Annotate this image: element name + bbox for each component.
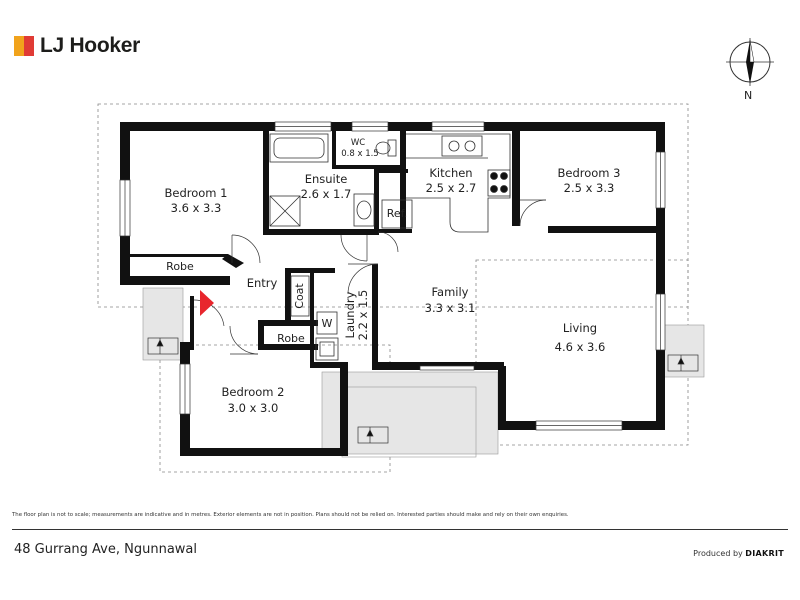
kitchen-size: 2.5 x 2.7 [426, 181, 477, 195]
bedroom2-size: 3.0 x 3.0 [228, 401, 279, 415]
brand-logo-icon [14, 36, 34, 56]
washer-outline [316, 311, 338, 335]
toilet-icon [375, 139, 397, 157]
disclaimer-text: The floor plan is not to scale; measurem… [12, 512, 569, 518]
bedroom1-name: Bedroom 1 [165, 186, 228, 200]
coat-label: Coat [293, 283, 306, 309]
coat-cupboard-outline [290, 275, 310, 317]
ensuite-size: 2.6 x 1.7 [301, 187, 352, 201]
credit-brand: DIAKRIT [745, 549, 784, 558]
fridge-label: Ref. [387, 207, 408, 220]
bedroom1-size: 3.6 x 3.3 [171, 201, 222, 215]
living-size: 4.6 x 3.6 [555, 340, 606, 354]
property-address: 48 Gurrang Ave, Ngunnawal [14, 542, 197, 557]
laundry-size: 2.2 x 1.5 [356, 290, 370, 341]
ensuite-name: Ensuite [305, 172, 348, 186]
bedroom2-name: Bedroom 2 [222, 385, 285, 399]
laundry-tub-icon [315, 337, 339, 361]
bedroom3-size: 2.5 x 3.3 [564, 181, 615, 195]
fridge-outline [381, 199, 413, 229]
robe1-label: Robe [166, 260, 194, 273]
credit-prefix: Produced by [693, 549, 743, 558]
door-swings [193, 199, 547, 355]
wc-name: WC [351, 138, 365, 148]
bedroom3-name: Bedroom 3 [558, 166, 621, 180]
shower-icon [269, 195, 301, 227]
compass-north-label: N [744, 89, 753, 102]
family-name: Family [431, 285, 468, 299]
family-size: 3.3 x 3.1 [425, 301, 476, 315]
brand-name: LJ Hooker [40, 34, 140, 57]
cooktop-icon [487, 169, 511, 197]
kitchen-bench [406, 133, 511, 233]
entry-arrow-icon [200, 290, 214, 316]
living-name: Living [563, 321, 597, 335]
kitchen-name: Kitchen [429, 166, 472, 180]
logo-mark-right [24, 36, 34, 56]
washer-label: W [322, 317, 333, 330]
brand-logo: LJ Hooker [14, 34, 140, 58]
step-markers [147, 337, 699, 444]
robe2-label: Robe [277, 332, 305, 345]
entry-name: Entry [247, 276, 278, 290]
footer-divider [12, 529, 788, 530]
outdoor-paving [142, 287, 705, 455]
bath-icon [269, 133, 329, 163]
logo-mark-left [14, 36, 24, 56]
basin-icon [353, 193, 375, 227]
producer-credit: Produced by DIAKRIT [693, 549, 784, 558]
wc-size: 0.8 x 1.5 [341, 149, 378, 159]
compass-icon [726, 38, 774, 86]
laundry-name: Laundry [343, 291, 357, 338]
windows [119, 121, 666, 431]
